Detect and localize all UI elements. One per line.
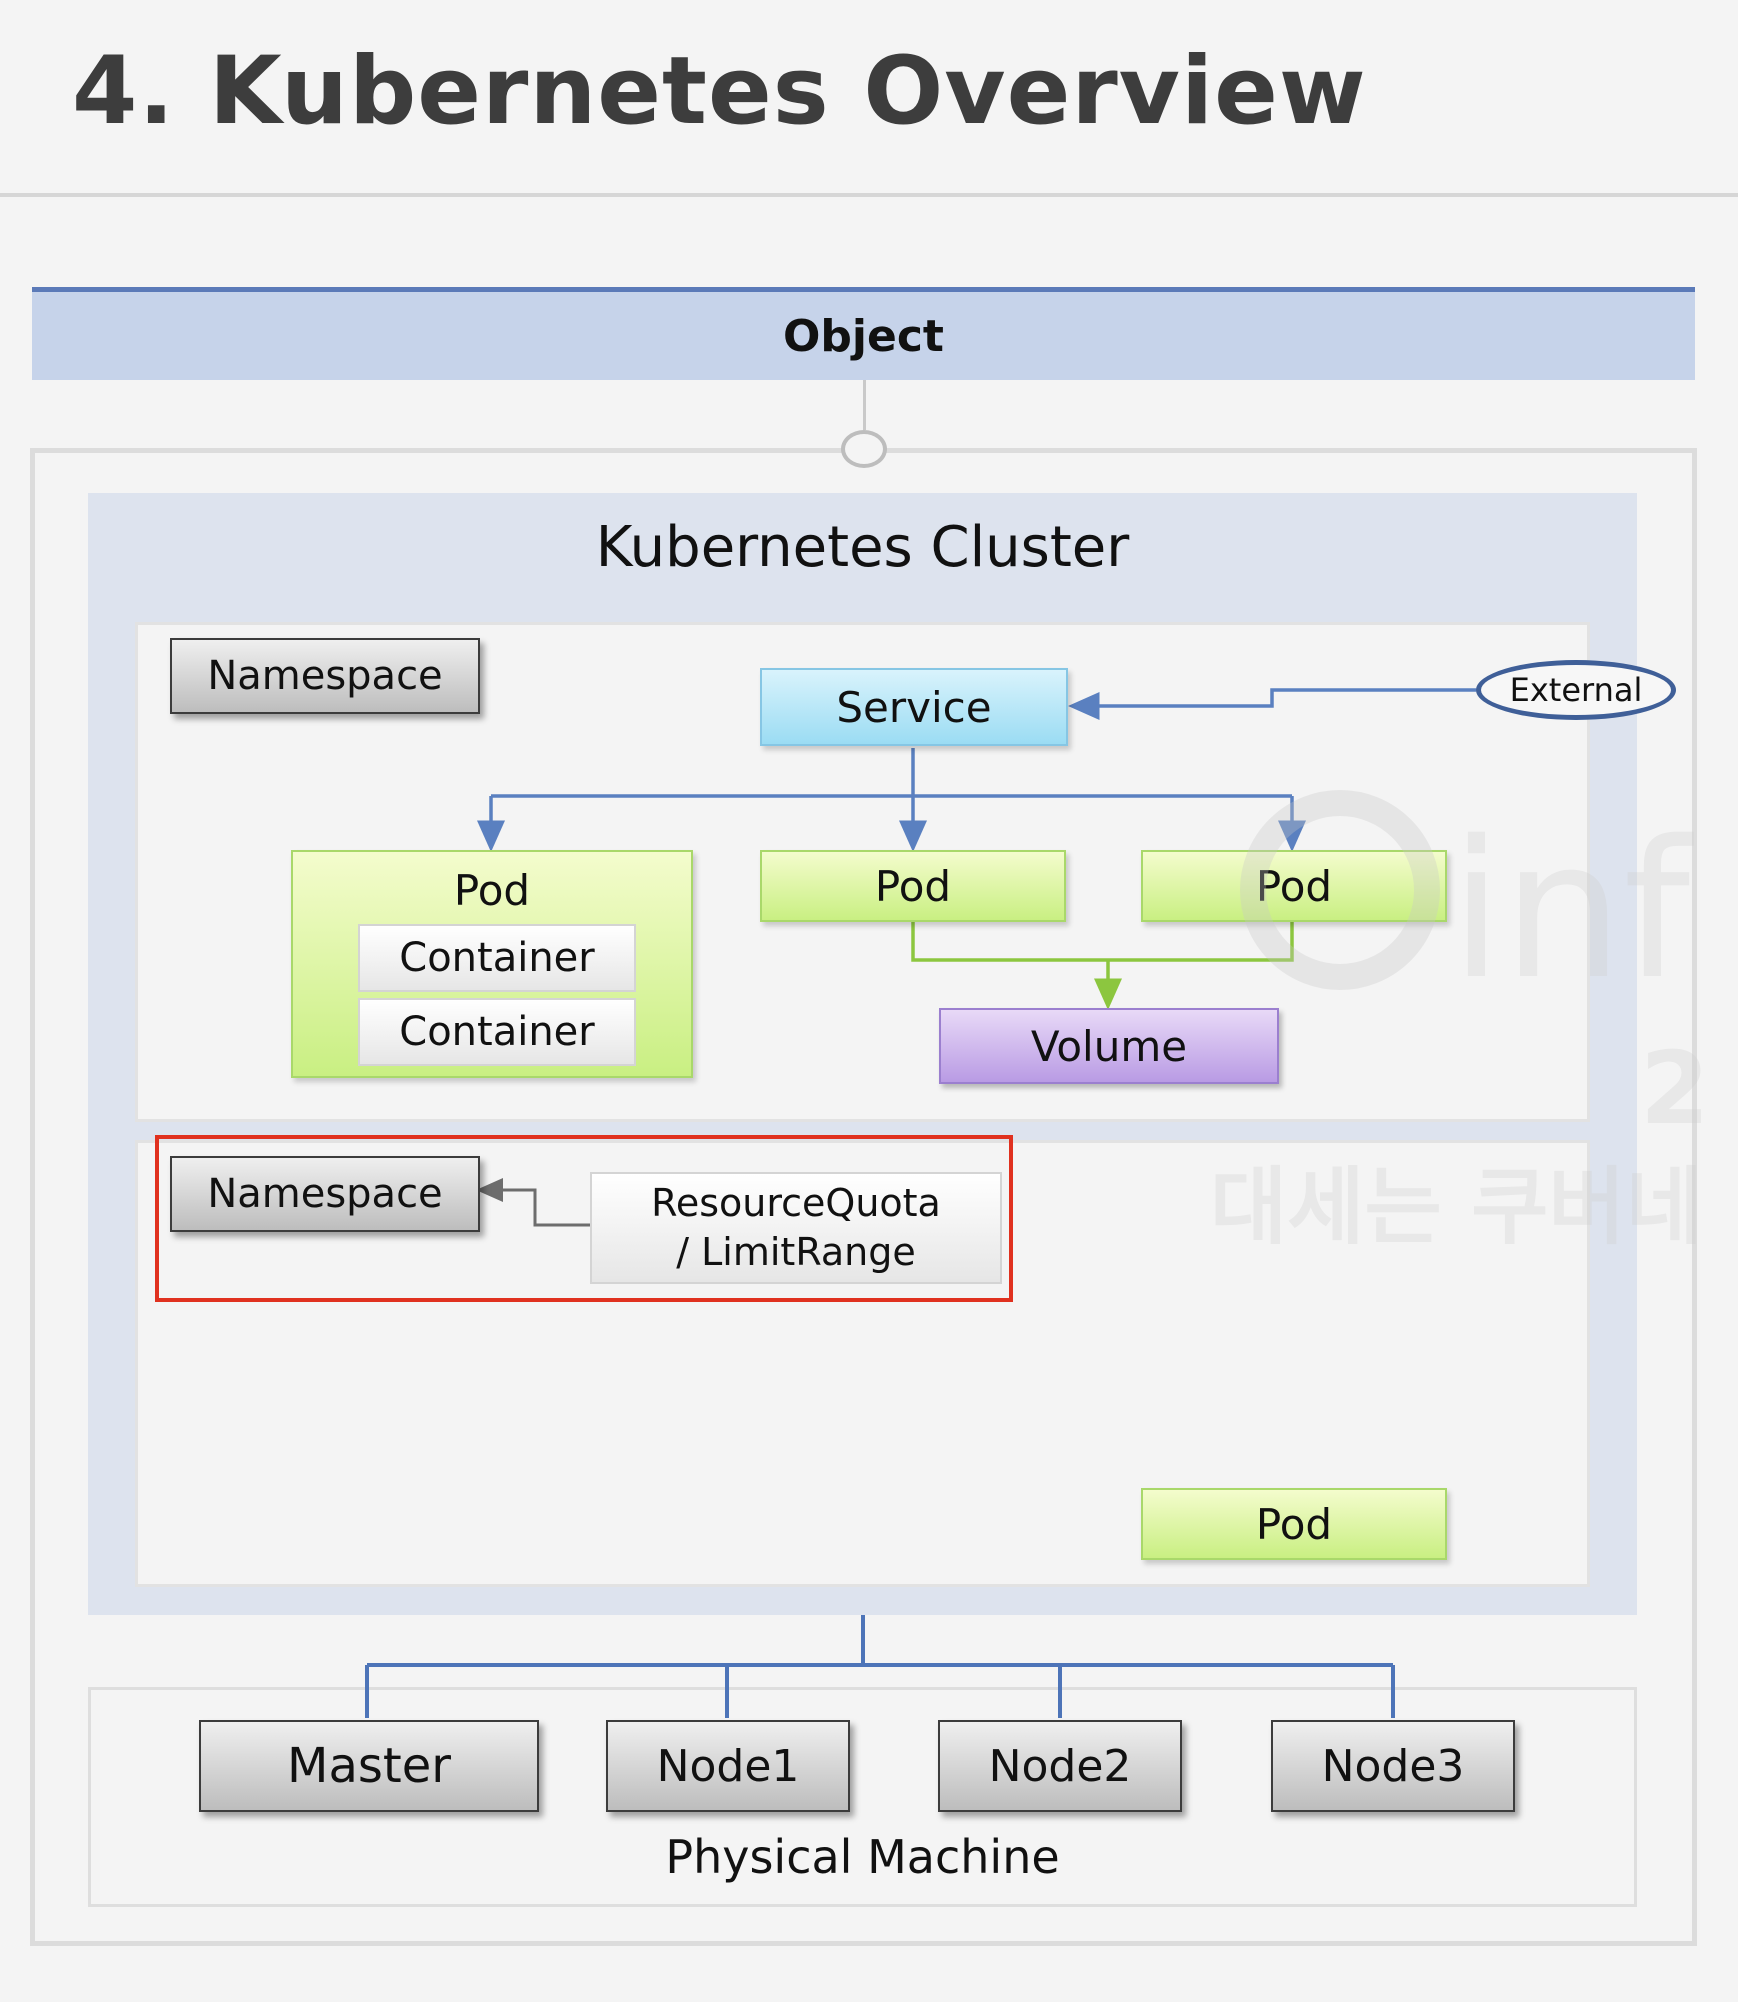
object-connector-circle [841,430,887,468]
service-box: Service [760,668,1068,746]
service-label: Service [836,682,992,732]
node-2: Node2 [938,1720,1182,1812]
physical-machine-label: Physical Machine [665,1830,1060,1884]
node-3: Node3 [1271,1720,1515,1812]
pods-to-volume-line [911,922,1294,962]
container-label-2: Container [399,1009,595,1055]
pod-label-left: Pod [453,866,531,915]
node-1: Node1 [606,1720,850,1812]
external-to-service-line [1068,688,1476,720]
quota-label-line2: / LimitRange [676,1230,916,1274]
namespace-label-top: Namespace [207,653,443,699]
namespace-label-bottom: Namespace [207,1171,443,1217]
title-divider [0,193,1738,197]
volume-label: Volume [1030,1021,1188,1071]
resource-quota-box: ResourceQuota / LimitRange [590,1172,1002,1284]
node-master: Master [199,1720,539,1812]
node-master-label: Master [287,1738,451,1794]
container-label-1: Container [399,935,595,981]
quota-label-line1: ResourceQuota [651,1180,941,1225]
namespace-box-bottom: Namespace [170,1156,480,1232]
namespace-box-top: Namespace [170,638,480,714]
pod-box-middle: Pod [760,850,1066,922]
object-connector-line [863,380,866,430]
object-header: Object [32,287,1695,380]
quota-to-namespace-line [476,1178,590,1227]
pod-box-right: Pod [1141,850,1447,922]
object-header-label: Object [783,310,944,362]
pod-label-middle: Pod [874,861,952,911]
node-3-label: Node3 [1321,1740,1465,1792]
page-title: 4. Kubernetes Overview [72,37,1367,146]
external-ellipse: External [1476,660,1676,720]
external-label: External [1509,671,1643,709]
pod-label-bottom: Pod [1255,1499,1333,1549]
highlight-rectangle [155,1135,1013,1302]
pod-label-right: Pod [1255,861,1333,911]
cluster-label: Kubernetes Cluster [595,515,1130,580]
node-2-label: Node2 [988,1740,1132,1792]
container-box-1: Container [358,924,636,992]
volume-box: Volume [939,1008,1279,1084]
container-box-2: Container [358,998,636,1066]
node-1-label: Node1 [656,1740,800,1792]
pod-box-bottom: Pod [1141,1488,1447,1560]
